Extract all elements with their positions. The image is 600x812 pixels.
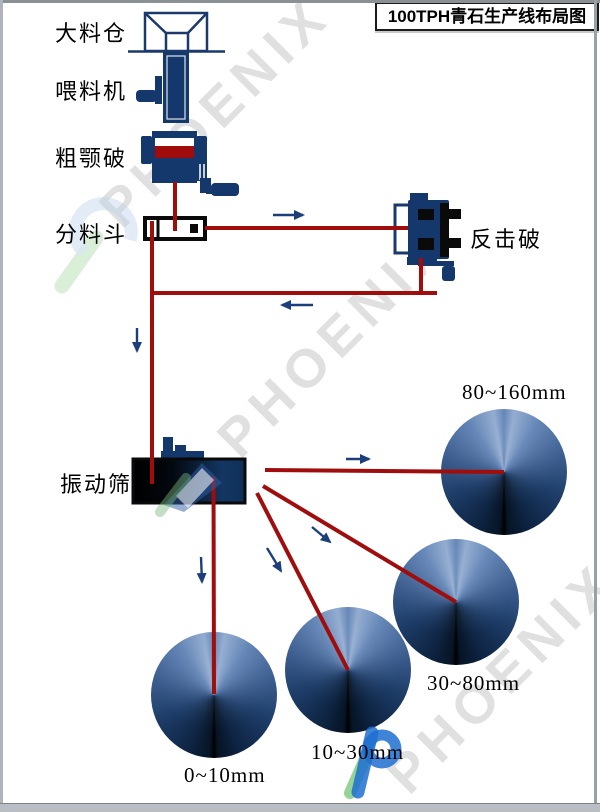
frame-left-border — [0, 0, 3, 806]
flow-line-screen-to-pile-10-30 — [255, 492, 350, 671]
pile-size-label-0-10: 0~10mm — [184, 763, 266, 787]
arrow-diag-to-pile-30-80 — [311, 526, 332, 544]
frame-right-border — [594, 0, 597, 806]
silo-label: 大料仓 — [55, 21, 128, 46]
frame-top-border — [0, 0, 600, 3]
feeder-label: 喂料机 — [55, 79, 128, 104]
pile-size-label-30-80: 30~80mm — [427, 671, 521, 695]
phoenix-logo-icon-left — [54, 197, 138, 294]
flow-arrows — [132, 210, 371, 584]
splitter-label: 分料斗 — [55, 222, 128, 247]
flow-line-screen-to-pile-30-80 — [261, 484, 458, 604]
pile-size-label-80-160: 80~160mm — [462, 380, 567, 404]
flow-line-screen-to-pile-0-10 — [211, 476, 216, 695]
jaw-crusher-label: 粗颚破 — [55, 146, 128, 171]
impact-crusher-icon — [407, 193, 461, 281]
arrow-diag-to-pile-10-30 — [265, 547, 283, 573]
frame-bottom-border — [0, 803, 600, 812]
silo-icon — [128, 11, 225, 53]
impact-crusher-label: 反击破 — [470, 227, 543, 252]
vibrating-screen-label: 振动筛 — [60, 472, 133, 497]
arrow-down-to-pile-0-10 — [196, 556, 207, 584]
flow-line-screen-to-pile-80-160 — [264, 468, 505, 474]
phoenix-logo-icon-center — [155, 463, 222, 517]
phoenix-logo-icon-bottom — [344, 726, 402, 799]
jaw-crusher-icon — [141, 131, 239, 196]
flow-lines — [150, 182, 505, 695]
page-title: 100TPH青石生产线布局图 — [375, 2, 599, 31]
pile-size-label-10-30: 10~30mm — [311, 740, 405, 764]
feeder-icon — [136, 52, 189, 123]
